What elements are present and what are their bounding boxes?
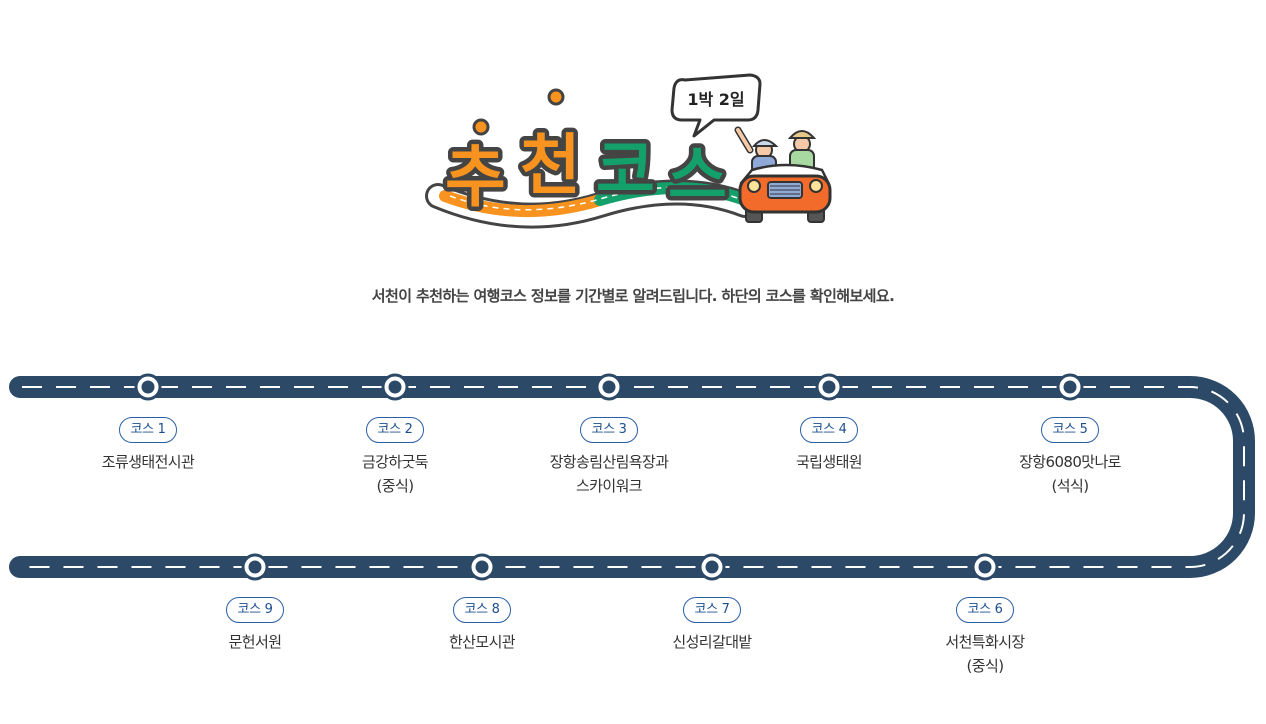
course-6-marker[interactable]: [971, 553, 999, 581]
road-lane-markings: [22, 386, 1245, 568]
course-5-stop[interactable]: 코스 5 장항6080맛나로 (석식): [970, 417, 1170, 498]
course-6-name[interactable]: 서천특화시장 (중식): [885, 630, 1085, 678]
course-3-note: 스카이워크: [575, 477, 643, 495]
course-9-name[interactable]: 문헌서원: [155, 630, 355, 654]
course-7-stop[interactable]: 코스 7 신성리갈대밭: [612, 597, 812, 654]
course-7-marker[interactable]: [698, 553, 726, 581]
course-4-stop[interactable]: 코스 4 국립생태원: [729, 417, 929, 474]
course-8-badge[interactable]: 코스 8: [453, 597, 511, 623]
course-8-place: 한산모시관: [448, 633, 516, 651]
logo-char-2: 천: [520, 127, 581, 204]
course-1-place: 조류생태전시관: [101, 453, 195, 471]
course-3-marker[interactable]: [595, 373, 623, 401]
course-3-badge[interactable]: 코스 3: [580, 417, 638, 443]
course-9-stop[interactable]: 코스 9 문헌서원: [155, 597, 355, 654]
course-1-name[interactable]: 조류생태전시관: [48, 450, 248, 474]
course-5-name[interactable]: 장항6080맛나로 (석식): [970, 450, 1170, 498]
course-6-place: 서천특화시장: [945, 633, 1025, 651]
logo-char-3: 코: [596, 134, 655, 208]
page-subtitle: 서천이 추천하는 여행코스 정보를 기간별로 알려드립니다. 하단의 코스를 확…: [371, 287, 895, 305]
course-9-badge[interactable]: 코스 9: [226, 597, 284, 623]
course-logo: 추 천 코 스 1박 2일: [425, 73, 832, 229]
course-9-marker[interactable]: [241, 553, 269, 581]
course-2-stop[interactable]: 코스 2 금강하굿둑 (중식): [295, 417, 495, 498]
course-9-place: 문헌서원: [228, 633, 282, 651]
course-4-badge[interactable]: 코스 4: [800, 417, 858, 443]
course-2-marker[interactable]: [381, 373, 409, 401]
course-4-name[interactable]: 국립생태원: [729, 450, 929, 474]
course-6-stop[interactable]: 코스 6 서천특화시장 (중식): [885, 597, 1085, 678]
course-2-badge[interactable]: 코스 2: [366, 417, 424, 443]
course-5-marker[interactable]: [1056, 373, 1084, 401]
course-1-stop[interactable]: 코스 1 조류생태전시관: [48, 417, 248, 474]
course-5-place: 장항6080맛나로: [1019, 453, 1121, 471]
course-8-stop[interactable]: 코스 8 한산모시관: [382, 597, 582, 654]
badge-bubble: 1박 2일: [670, 73, 762, 138]
course-7-name[interactable]: 신성리갈대밭: [612, 630, 812, 654]
course-8-name[interactable]: 한산모시관: [382, 630, 582, 654]
course-1-marker[interactable]: [134, 373, 162, 401]
course-1-badge[interactable]: 코스 1: [119, 417, 177, 443]
course-6-note: (중식): [966, 657, 1005, 675]
course-5-note: (석식): [1051, 477, 1090, 495]
course-2-note: (중식): [376, 477, 415, 495]
course-6-badge[interactable]: 코스 6: [956, 597, 1014, 623]
course-8-marker[interactable]: [468, 553, 496, 581]
badge-text: 1박 2일: [687, 90, 744, 109]
course-4-place: 국립생태원: [795, 453, 863, 471]
logo-char-4: 스: [668, 140, 727, 214]
course-2-name[interactable]: 금강하굿둑 (중식): [295, 450, 495, 498]
course-7-place: 신성리갈대밭: [672, 633, 752, 651]
course-2-place: 금강하굿둑: [361, 453, 429, 471]
course-5-badge[interactable]: 코스 5: [1041, 417, 1099, 443]
course-7-badge[interactable]: 코스 7: [683, 597, 741, 623]
course-3-place: 장항송림산림욕장과: [549, 453, 669, 471]
course-4-marker[interactable]: [815, 373, 843, 401]
logo-char-1: 추: [445, 139, 506, 216]
car-illustration: [738, 163, 832, 223]
